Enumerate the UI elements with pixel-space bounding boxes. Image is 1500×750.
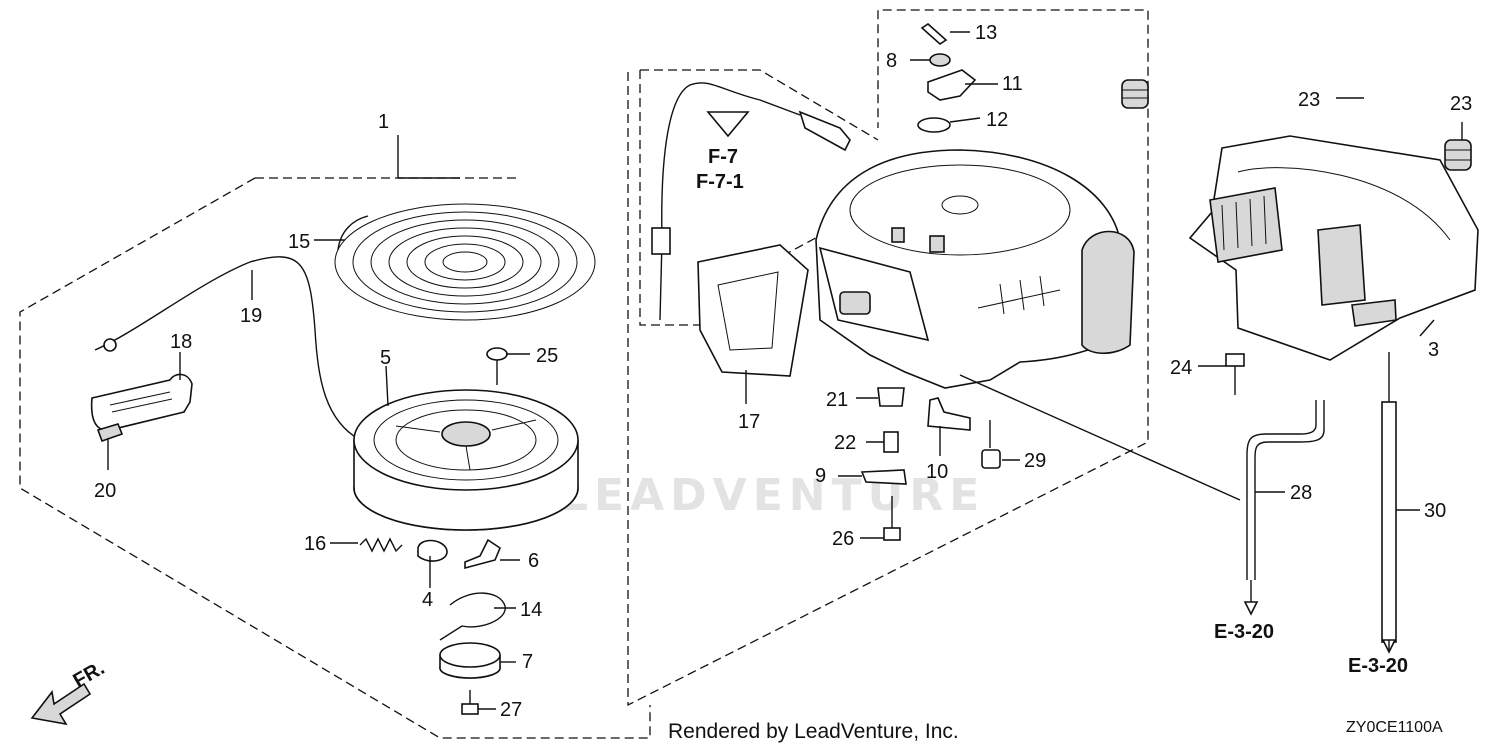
callout-27: 27 <box>500 699 522 721</box>
collar-21-part <box>877 387 905 407</box>
leader-housing-tube <box>959 374 1241 501</box>
spring-16-part <box>359 537 403 553</box>
callout-19: 19 <box>240 305 262 327</box>
starter-rope-part <box>94 256 361 441</box>
reference-e320-right: E-3-20 <box>1348 655 1408 677</box>
callout-7: 7 <box>522 651 533 673</box>
grommet-23-left-part <box>1121 79 1149 109</box>
callout-23-right: 23 <box>1450 93 1472 115</box>
reference-e320-left: E-3-20 <box>1214 621 1274 643</box>
callout-10: 10 <box>926 461 948 483</box>
callout-25: 25 <box>536 345 558 367</box>
callout-11: 11 <box>1002 73 1023 95</box>
callout-26: 26 <box>832 528 854 550</box>
ratchet-6-part <box>464 538 501 570</box>
callout-12: 12 <box>986 109 1008 131</box>
callout-22: 22 <box>834 432 856 454</box>
reference-f7: F-7 <box>708 146 738 168</box>
fan-cover-housing <box>815 149 1135 389</box>
control-cable <box>659 82 801 321</box>
seal-17-part <box>697 244 809 377</box>
callout-8: 8 <box>886 50 897 72</box>
callout-20: 20 <box>94 480 116 502</box>
callout-18: 18 <box>170 331 192 353</box>
bolt-26-part <box>883 496 901 541</box>
plate-9-part <box>860 469 907 485</box>
callout-1: 1 <box>378 111 389 133</box>
pin-13-part <box>920 22 948 46</box>
callout-16: 16 <box>304 533 326 555</box>
watermark: LEADVENTURE <box>560 470 985 521</box>
callout-28: 28 <box>1290 482 1312 504</box>
callout-labels: 1 3 4 5 6 7 8 9 10 11 12 13 14 15 16 17 … <box>94 22 1472 721</box>
cable-adjuster <box>651 227 671 255</box>
tube-28-part <box>1246 400 1317 580</box>
spiral-spring-part <box>334 203 596 321</box>
callout-13: 13 <box>975 22 997 44</box>
callout-6: 6 <box>528 550 539 572</box>
callout-21: 21 <box>826 389 848 411</box>
callout-5: 5 <box>380 347 391 369</box>
washer-12-part <box>917 117 951 133</box>
grip-insert-part <box>96 423 124 443</box>
diagram-code: ZY0CE1100A <box>1346 719 1443 736</box>
callout-14: 14 <box>520 599 542 621</box>
bracket-10-part <box>927 397 971 431</box>
starter-grip-part <box>90 373 193 431</box>
bushing-22-part <box>883 431 899 453</box>
screw-25-part <box>486 347 508 385</box>
callout-9: 9 <box>815 465 826 487</box>
friction-plate-7-part <box>439 642 501 679</box>
callout-3: 3 <box>1428 339 1439 361</box>
air-cleaner-housing-3-part <box>1188 135 1479 361</box>
front-label: FR. <box>70 657 109 692</box>
callout-15: 15 <box>288 231 310 253</box>
washer-8-part <box>929 53 951 67</box>
bolt-24-part <box>1225 353 1245 395</box>
ratchet-spring-4-part <box>417 539 448 562</box>
grommet-23-right-part <box>1444 139 1472 171</box>
tube-28-arrow-icon <box>1243 601 1259 616</box>
callout-29: 29 <box>1024 450 1046 472</box>
reference-down-arrow-icon <box>706 111 750 138</box>
rope-knot <box>103 338 117 352</box>
leader-lines <box>107 31 1463 710</box>
lever-11-part <box>927 69 977 101</box>
cable-end-fitting <box>798 110 851 152</box>
friction-spring-14-part <box>439 592 506 641</box>
callout-23-left: 23 <box>1298 89 1320 111</box>
front-direction-arrow-icon <box>30 682 92 726</box>
starter-reel-part <box>353 389 579 531</box>
tube-30-part <box>1381 401 1397 643</box>
collar-29-part <box>981 449 1001 469</box>
callout-4: 4 <box>422 589 433 611</box>
bolt-27-part <box>461 690 479 715</box>
reference-f71: F-7-1 <box>696 171 744 193</box>
callout-24: 24 <box>1170 357 1192 379</box>
callout-17: 17 <box>738 411 760 433</box>
credit-text: Rendered by LeadVenture, Inc. <box>668 720 959 743</box>
callout-30: 30 <box>1424 500 1446 522</box>
